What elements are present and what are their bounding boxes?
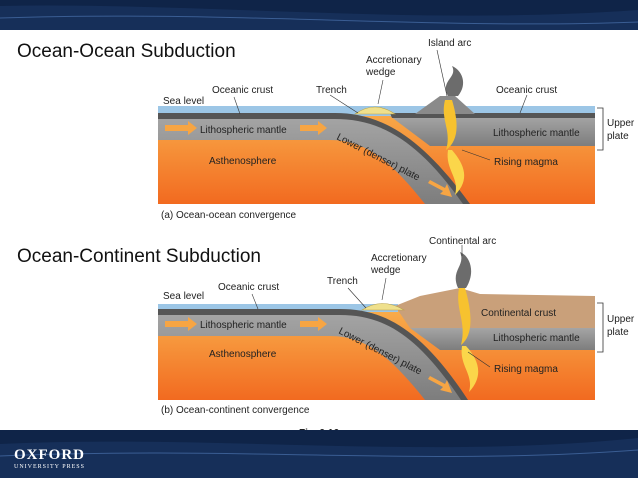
label-upper-plate-1: Upper [607,314,635,325]
diagram-ocean-ocean: Island arc Accretionary wedge Oceanic cr… [158,38,635,204]
label-asthenosphere: Asthenosphere [209,156,277,167]
label-accretionary-wedge-2: wedge [365,67,396,78]
label-sea-level: Sea level [163,291,204,302]
accretionary-wedge [360,303,406,311]
label-oceanic-crust-right: Oceanic crust [496,85,557,96]
label-accretionary-wedge-1: Accretionary [366,55,422,66]
continental-crust [395,288,595,328]
label-oceanic-crust: Oceanic crust [218,282,279,293]
accretionary-wedge [354,106,396,115]
label-sea-level: Sea level [163,96,204,107]
label-rising-magma: Rising magma [494,364,558,375]
label-lithospheric-mantle-right: Lithospheric mantle [493,333,580,344]
label-lithospheric-mantle-left: Lithospheric mantle [200,125,287,136]
label-lithospheric-mantle-right: Lithospheric mantle [493,128,580,139]
logo-line1: OXFORD [14,447,85,463]
rising-magma [443,100,457,150]
label-accretionary-wedge-1: Accretionary [371,253,427,264]
logo-line2: UNIVERSITY PRESS [14,464,85,470]
caption-ocean-continent: (b) Ocean-continent convergence [161,405,310,416]
sea-layer [158,304,398,312]
bottom-banner [0,430,638,478]
subducting-plate [158,116,465,204]
title-ocean-ocean: Ocean-Ocean Subduction [17,41,236,62]
caption-ocean-ocean: (a) Ocean-ocean convergence [161,210,297,221]
label-upper-plate-1: Upper [607,118,635,129]
label-trench: Trench [316,85,347,96]
label-asthenosphere: Asthenosphere [209,349,277,360]
label-trench: Trench [327,276,358,287]
oxford-logo: OXFORD UNIVERSITY PRESS [14,447,85,471]
label-lithospheric-mantle-left: Lithospheric mantle [200,320,287,331]
upper-plate-mantle [390,116,595,146]
top-banner [0,0,638,30]
title-ocean-continent: Ocean-Continent Subduction [17,246,261,267]
label-accretionary-wedge-2: wedge [370,265,401,276]
label-upper-plate-2: plate [607,131,629,142]
label-continental-arc: Continental arc [429,236,496,247]
diagram-ocean-continent: Continental arc Accretionary wedge Trenc… [158,236,635,400]
label-oceanic-crust-left: Oceanic crust [212,85,273,96]
subducting-plate [158,312,462,400]
label-island-arc: Island arc [428,38,471,49]
label-rising-magma: Rising magma [494,157,558,168]
label-continental-crust: Continental crust [481,308,556,319]
rising-magma [458,288,471,345]
label-upper-plate-2: plate [607,327,629,338]
upper-plate-mantle [410,328,595,350]
